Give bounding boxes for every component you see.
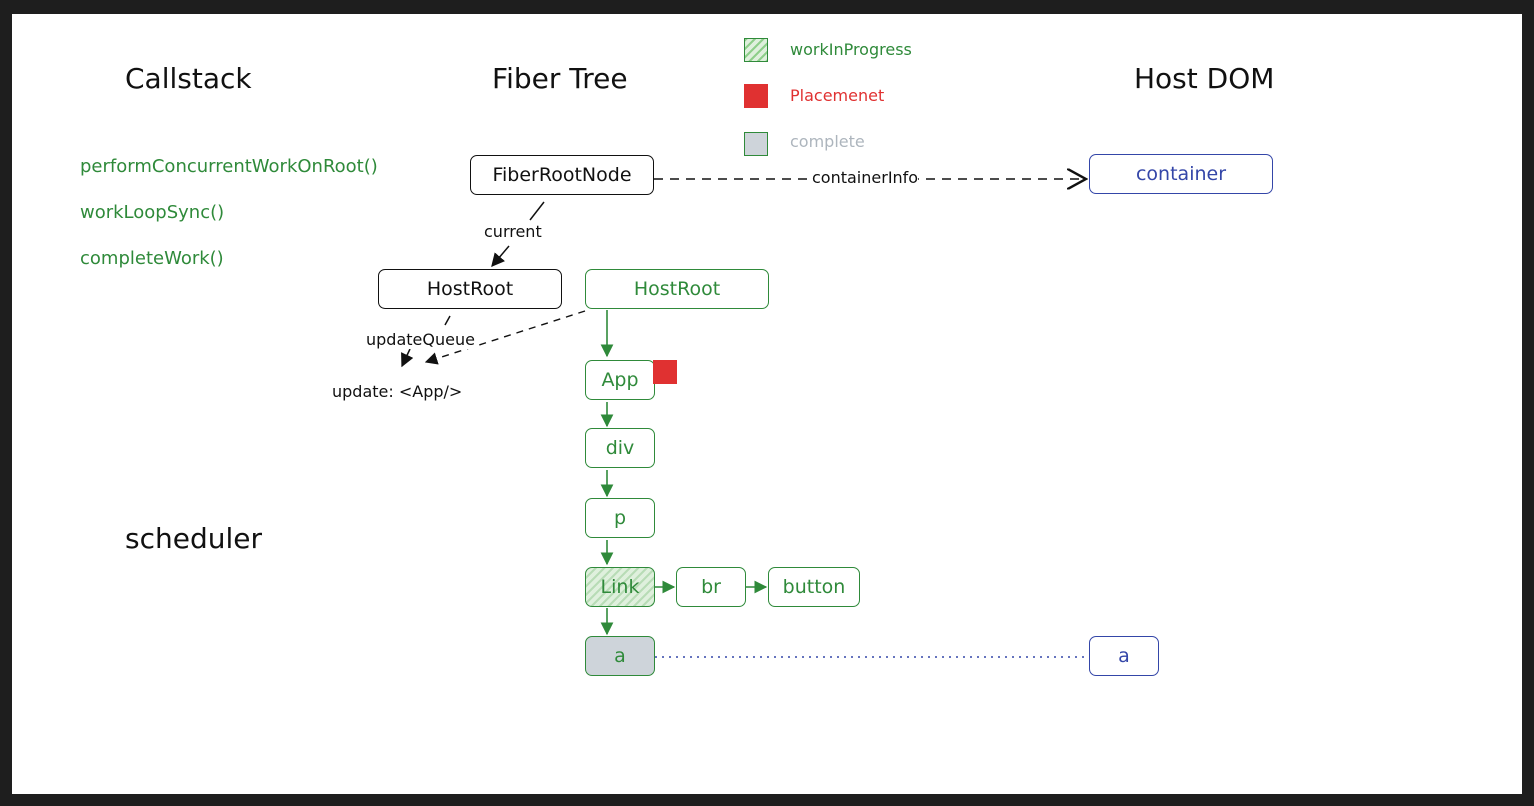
callstack-item-work-loop-sync: workLoopSync() bbox=[80, 202, 225, 223]
update-queue-label: updateQueue bbox=[366, 330, 475, 349]
link-node: Link bbox=[585, 567, 655, 607]
host-root-current-node: HostRoot bbox=[378, 269, 562, 309]
edges-layer bbox=[401, 14, 1089, 658]
edge-current-bottom bbox=[491, 245, 510, 268]
edge-update-queue-current bbox=[444, 315, 451, 326]
container-dom-node: container bbox=[1089, 154, 1273, 194]
button-node: button bbox=[768, 567, 860, 607]
current-label: current bbox=[484, 222, 542, 241]
p-node: p bbox=[585, 498, 655, 538]
legend-placement-label: Placemenet bbox=[790, 86, 885, 105]
legend-wip-label: workInProgress bbox=[790, 40, 912, 59]
edge-update-queue-wip bbox=[424, 310, 586, 365]
fiber-tree-heading: Fiber Tree bbox=[492, 62, 628, 95]
br-node: br bbox=[676, 567, 746, 607]
div-node: div bbox=[585, 428, 655, 468]
callstack-item-complete-work: completeWork() bbox=[80, 248, 224, 269]
edge-current-top bbox=[529, 201, 545, 221]
app-node: App bbox=[585, 360, 655, 400]
legend-complete-swatch bbox=[744, 132, 768, 156]
scheduler-heading: scheduler bbox=[125, 522, 262, 555]
update-label: update: <App/> bbox=[332, 382, 463, 401]
a-dom-node: a bbox=[1089, 636, 1159, 676]
a-fiber-node: a bbox=[585, 636, 655, 676]
host-dom-heading: Host DOM bbox=[1134, 62, 1275, 95]
callstack-heading: Callstack bbox=[125, 62, 252, 95]
app-placement-flag bbox=[653, 360, 677, 384]
diagram-canvas: Callstack Fiber Tree Host DOM scheduler … bbox=[12, 14, 1522, 794]
fiber-root-node: FiberRootNode bbox=[470, 155, 654, 195]
legend-placement-swatch bbox=[744, 84, 768, 108]
edge-update-queue-current-b bbox=[401, 348, 414, 368]
callstack-item-perform-concurrent: performConcurrentWorkOnRoot() bbox=[80, 156, 378, 177]
container-info-label: containerInfo bbox=[812, 168, 919, 187]
legend-wip-swatch bbox=[744, 38, 768, 62]
host-root-wip-node: HostRoot bbox=[585, 269, 769, 309]
legend-complete-label: complete bbox=[790, 132, 865, 151]
